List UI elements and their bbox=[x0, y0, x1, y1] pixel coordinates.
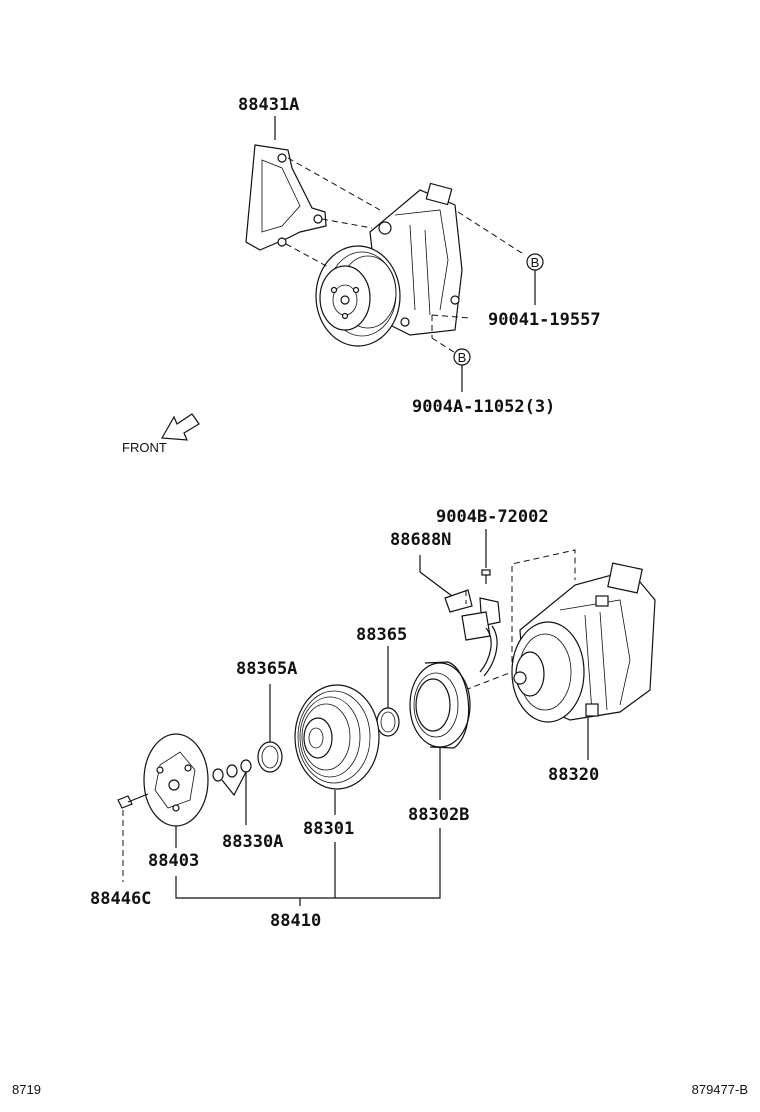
hub-drawing bbox=[143, 733, 209, 827]
label-9004A-11052: 9004A-11052(3) bbox=[412, 397, 555, 417]
leader-88410 bbox=[175, 828, 441, 899]
front-arrow-icon bbox=[161, 413, 200, 441]
label-9004B-72002: 9004B-72002 bbox=[436, 507, 549, 527]
stator-drawing bbox=[409, 661, 471, 749]
snap-ring-drawing bbox=[376, 707, 400, 737]
dash-line bbox=[431, 337, 461, 357]
label-88365A: 88365A bbox=[236, 659, 297, 679]
label-88431A: 88431A bbox=[238, 95, 299, 115]
label-88403: 88403 bbox=[148, 851, 199, 871]
circle-b-icon: B bbox=[526, 253, 544, 271]
circle-b-label: B bbox=[531, 255, 540, 270]
snap-ring-a-drawing bbox=[257, 741, 283, 773]
dash-line bbox=[431, 314, 471, 319]
footer-left-code: 8719 bbox=[12, 1082, 41, 1097]
label-90041-19557: 90041-19557 bbox=[488, 310, 601, 330]
label-88320: 88320 bbox=[548, 765, 599, 785]
circle-b-icon: B bbox=[453, 348, 471, 366]
label-88446C: 88446C bbox=[90, 889, 151, 909]
footer-right-code: 879477-B bbox=[692, 1082, 748, 1097]
label-88302B: 88302B bbox=[408, 805, 469, 825]
compressor-bottom-drawing bbox=[511, 562, 656, 723]
label-88410: 88410 bbox=[270, 911, 321, 931]
dash-line bbox=[457, 211, 526, 256]
dash-line bbox=[287, 157, 381, 211]
shims-drawing bbox=[212, 759, 252, 782]
dash-line bbox=[464, 671, 513, 691]
dash-line bbox=[511, 549, 576, 672]
harness-drawing bbox=[444, 589, 501, 677]
label-88301: 88301 bbox=[303, 819, 354, 839]
label-88330A: 88330A bbox=[222, 832, 283, 852]
screw-drawing bbox=[481, 569, 491, 584]
front-label: FRONT bbox=[122, 440, 167, 455]
label-88688N: 88688N bbox=[390, 530, 451, 550]
circle-b-label: B bbox=[458, 350, 467, 365]
dash-line bbox=[285, 243, 331, 269]
bolt-drawing bbox=[117, 793, 149, 809]
pulley-drawing bbox=[294, 684, 380, 790]
leader-88330A bbox=[221, 771, 247, 797]
label-88365: 88365 bbox=[356, 625, 407, 645]
bracket-drawing bbox=[245, 144, 327, 251]
compressor-top-drawing bbox=[315, 182, 463, 347]
dash-line bbox=[321, 218, 373, 229]
leader-88688N bbox=[419, 571, 453, 597]
